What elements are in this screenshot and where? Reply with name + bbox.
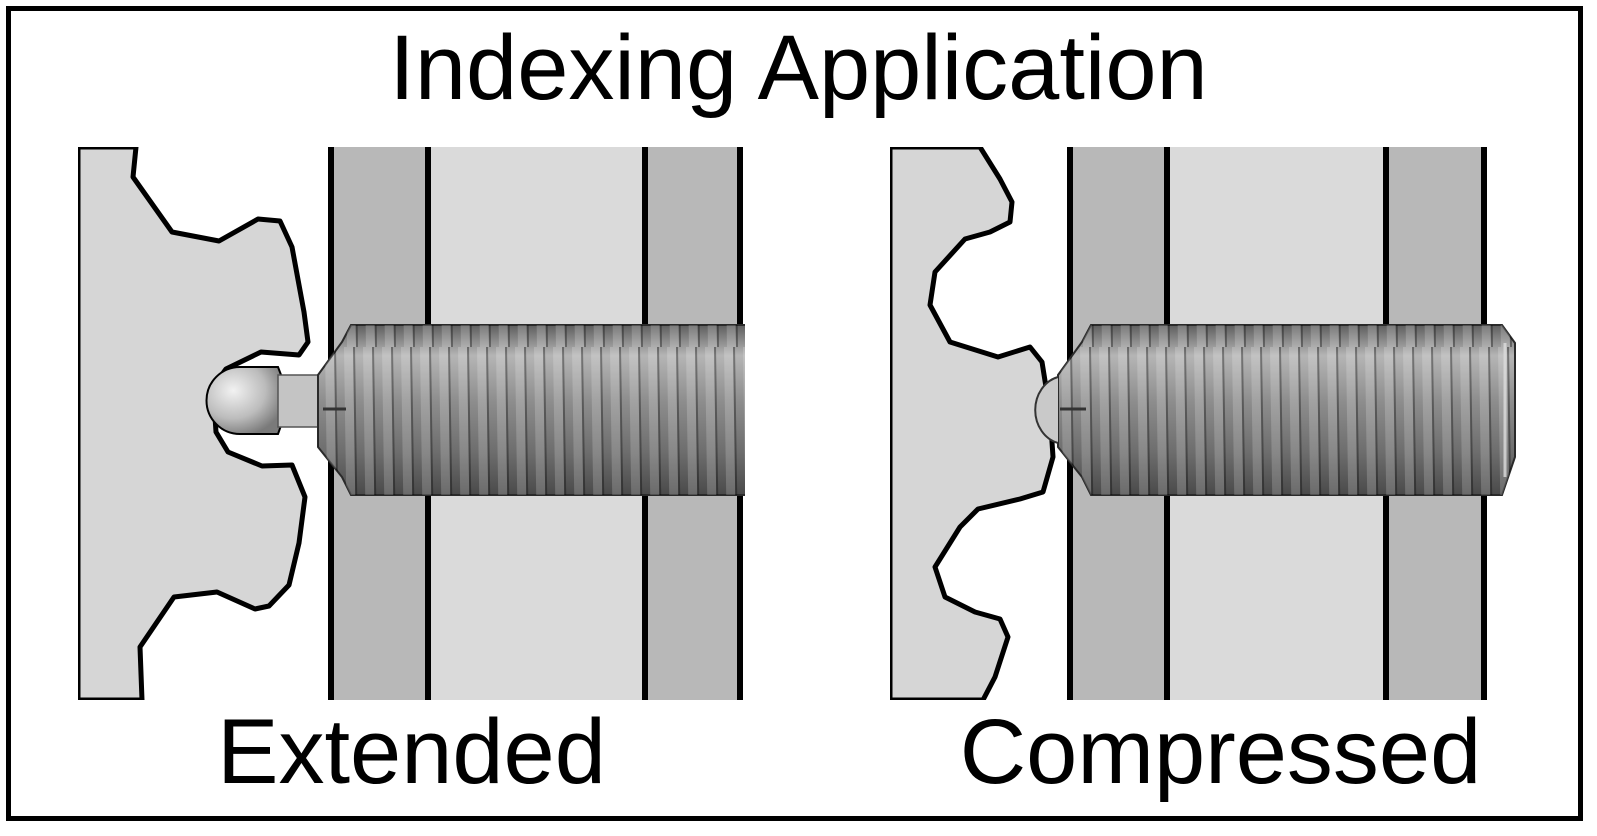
threaded-body xyxy=(317,324,745,496)
compressed-panel xyxy=(890,147,1516,700)
caption-compressed: Compressed xyxy=(959,701,1482,803)
gear xyxy=(78,147,311,700)
caption-extended: Extended xyxy=(217,701,606,803)
gear xyxy=(890,147,1056,700)
extended-panel xyxy=(78,147,745,700)
diagram-title: Indexing Application xyxy=(389,17,1208,119)
threaded-body xyxy=(1034,324,1516,496)
